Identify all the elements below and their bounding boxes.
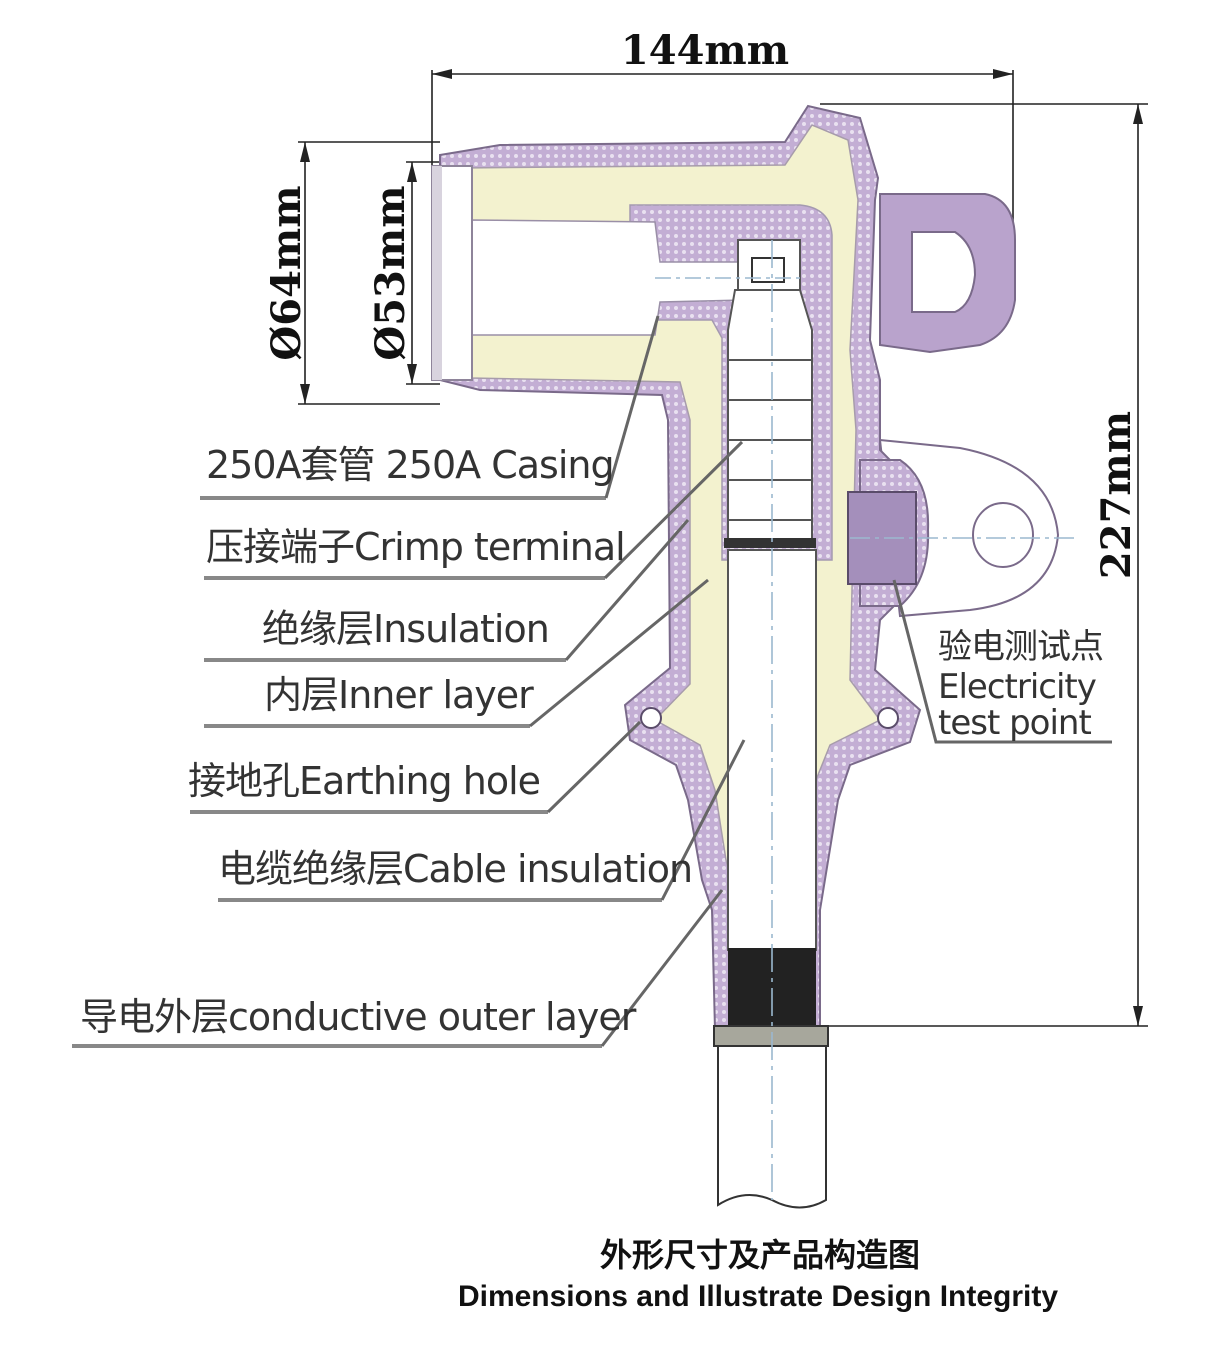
earthing-hole-left xyxy=(640,707,662,729)
label-insulation: 绝缘层Insulation xyxy=(262,607,549,651)
earthing-hole-right xyxy=(877,707,899,729)
caption-chinese: 外形尺寸及产品构造图 xyxy=(600,1236,920,1274)
label-earthing-hole: 接地孔Earthing hole xyxy=(188,759,540,803)
label-inner-layer: 内层Inner layer xyxy=(264,673,534,717)
test-point-lug xyxy=(878,438,1060,618)
dim-inner-diameter-label: Ø53mm xyxy=(367,185,414,360)
dimension-lines xyxy=(298,69,1148,1027)
label-cable-insulation: 电缆绝缘层Cable insulation xyxy=(218,847,692,891)
dim-height-label: 227mm xyxy=(1093,411,1140,579)
part-labels: 250A套管 250A Casing 压接端子Crimp terminal 绝缘… xyxy=(80,443,1104,1039)
label-crimp-terminal: 压接端子Crimp terminal xyxy=(206,525,625,569)
dimension-labels: 144mm Ø64mm Ø53mm 227mm xyxy=(263,27,1140,579)
caption-english: Dimensions and Illustrate Design Integri… xyxy=(458,1280,1058,1313)
label-test-point-en2: test point xyxy=(938,703,1091,743)
label-casing: 250A套管 250A Casing xyxy=(206,443,614,487)
label-test-point-en1: Electricity xyxy=(938,667,1097,707)
caption: 外形尺寸及产品构造图 Dimensions and Illustrate Des… xyxy=(458,1236,1058,1313)
leader-lines xyxy=(72,315,1112,1048)
dim-outer-diameter-label: Ø64mm xyxy=(263,185,310,360)
dim-width-label: 144mm xyxy=(621,27,789,74)
connector-body xyxy=(431,104,1078,1209)
label-conductive-outer-layer: 导电外层conductive outer layer xyxy=(80,995,637,1039)
label-test-point-cn: 验电测试点 xyxy=(938,627,1103,667)
